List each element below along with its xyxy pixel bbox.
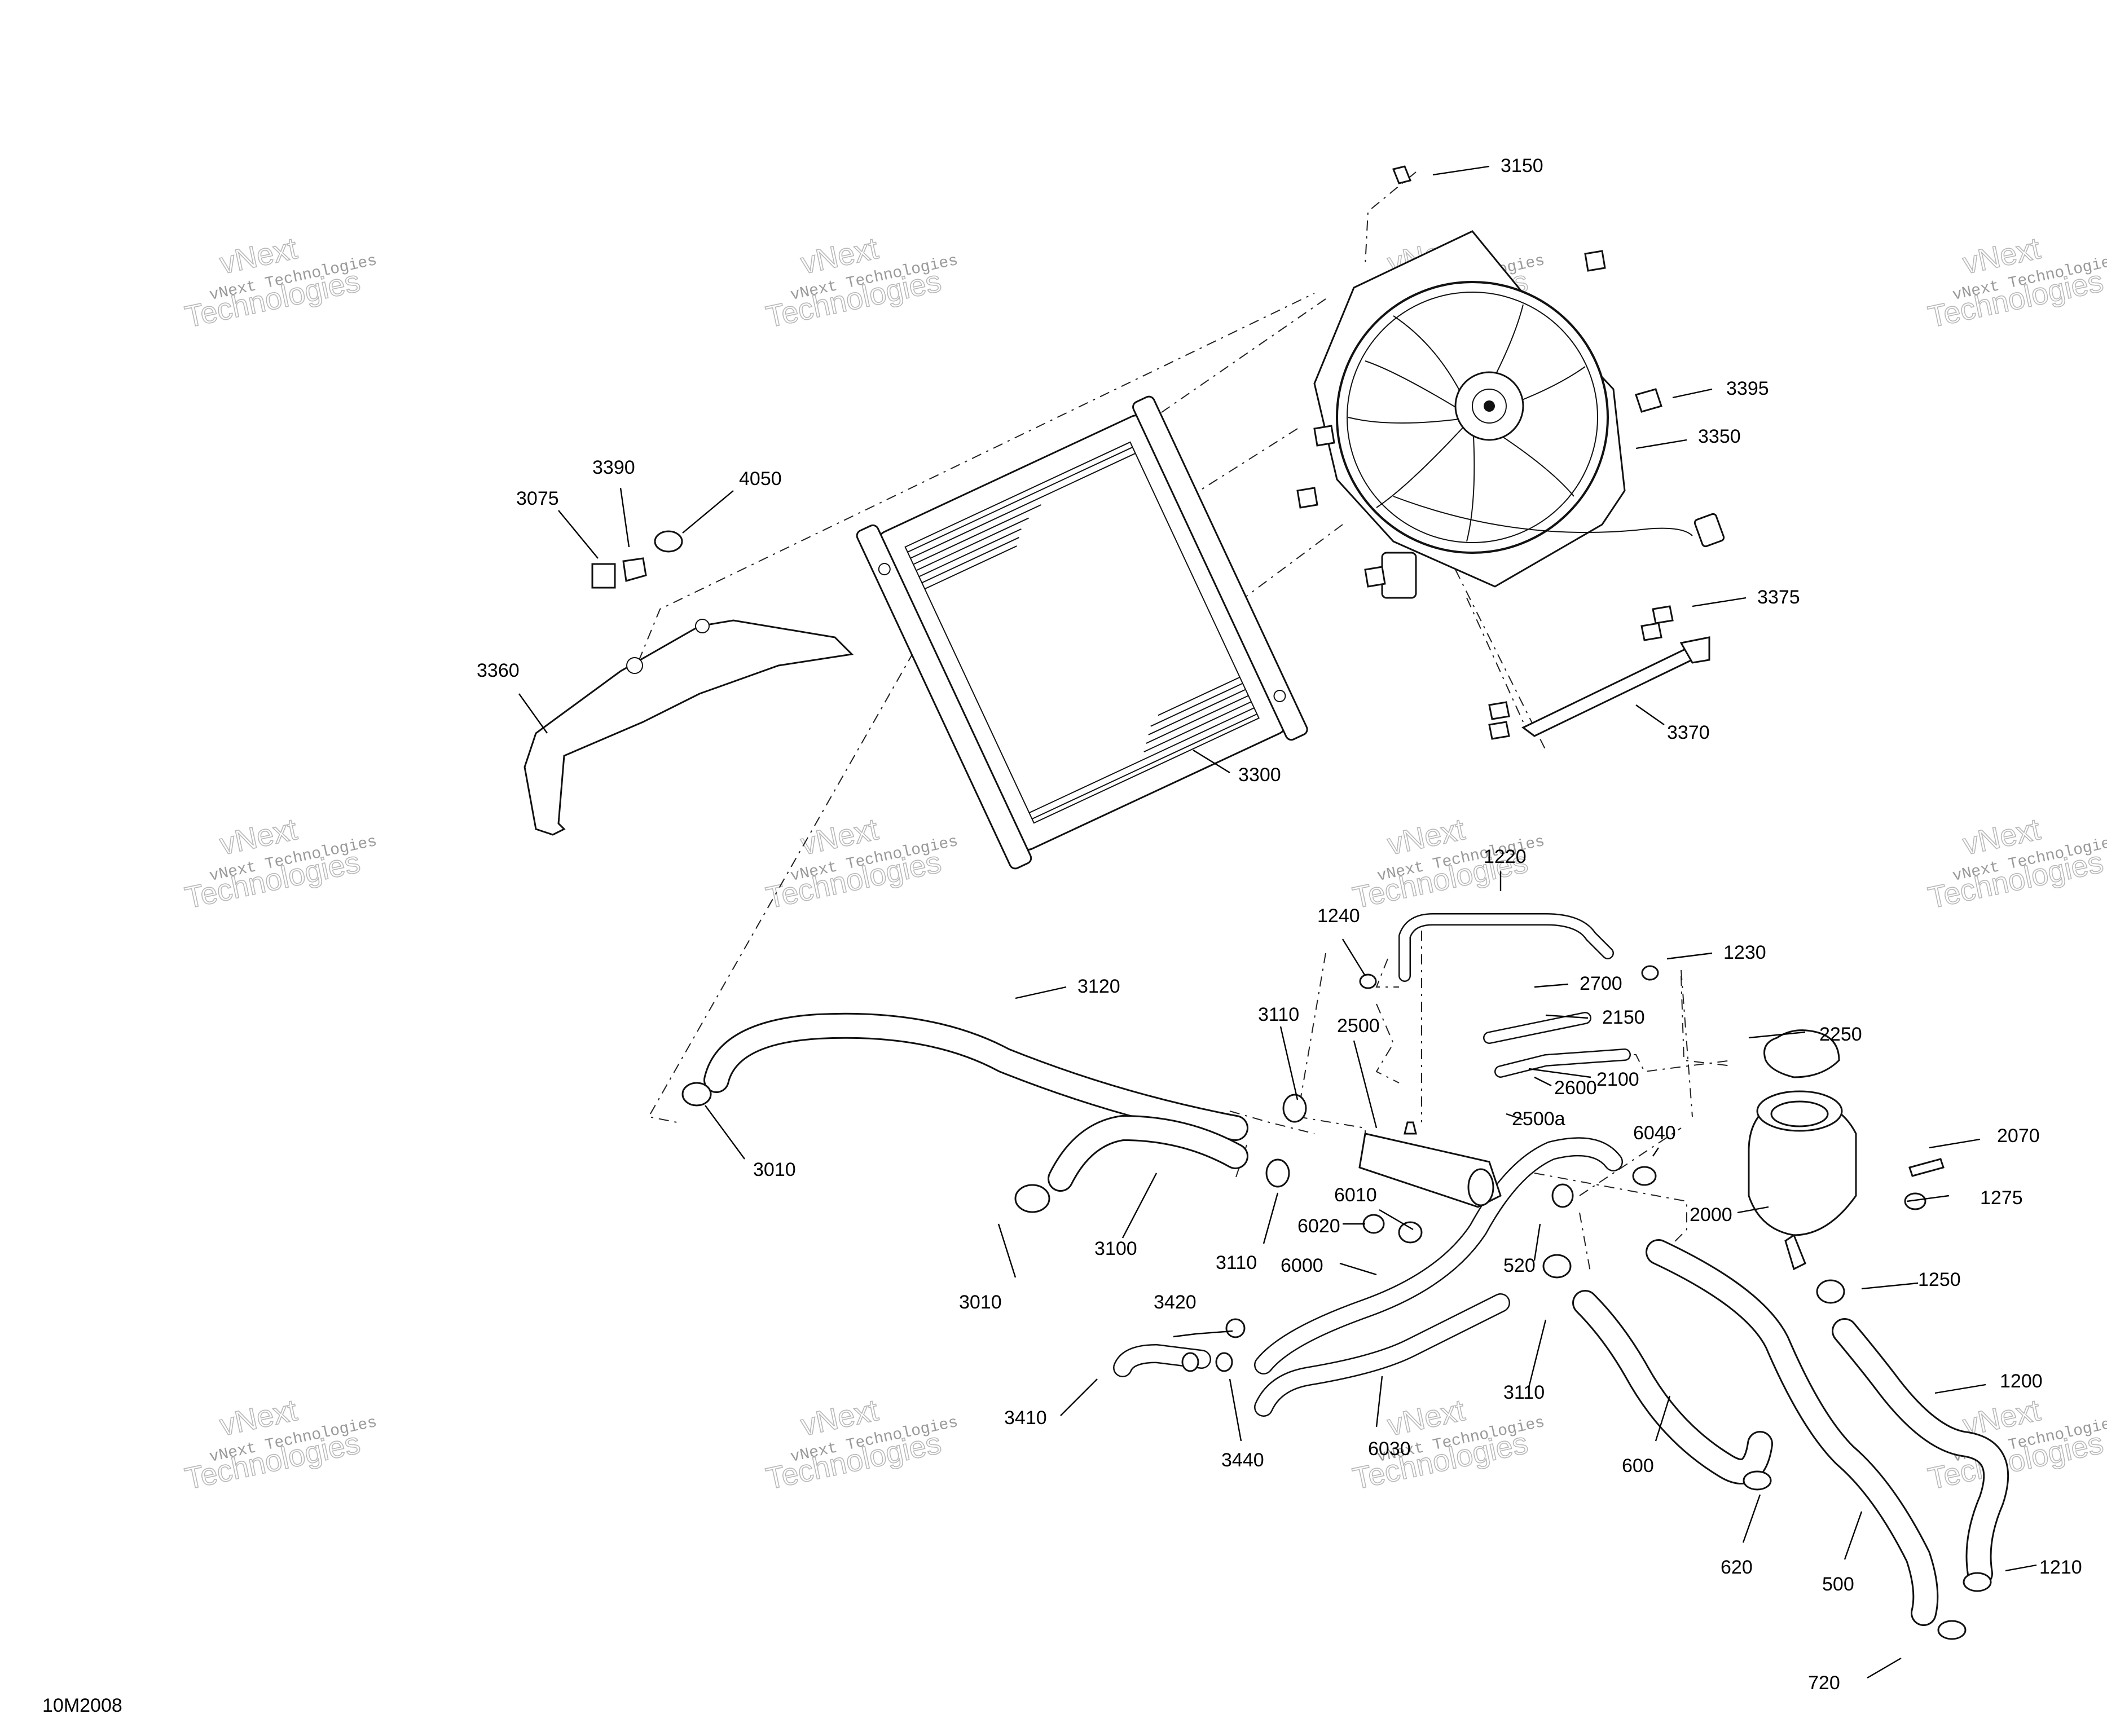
callout-520: 520 <box>1503 1255 1536 1276</box>
callout-3110-middle: 3110 <box>1216 1252 1257 1274</box>
watermark: vNext vNext Technologies Technologies <box>1925 812 2107 915</box>
document-id: 10M2008 <box>42 1695 122 1716</box>
callout-3120: 3120 <box>1077 976 1120 997</box>
callout-1240: 1240 <box>1317 905 1360 927</box>
hose-6000 <box>1254 1137 1623 1374</box>
callout-3390: 3390 <box>592 457 635 478</box>
callout-3075: 3075 <box>516 488 559 509</box>
callout-3395: 3395 <box>1726 378 1769 399</box>
radiator <box>856 395 1308 870</box>
reservoir-cap <box>1763 1029 1840 1078</box>
callout-2250: 2250 <box>1819 1024 1862 1045</box>
coolant-reservoir <box>1748 1090 1857 1271</box>
hose-3100 <box>1048 1115 1248 1192</box>
callout-1275: 1275 <box>1980 1187 2023 1209</box>
watermark: vNext vNext Technologies Technologies <box>763 1393 960 1496</box>
callout-600: 600 <box>1622 1455 1654 1477</box>
callout-3010-right: 3010 <box>753 1159 796 1180</box>
callout-3110-lower: 3110 <box>1503 1382 1545 1403</box>
hoses <box>703 913 2009 1626</box>
callout-720: 720 <box>1808 1672 1840 1694</box>
callout-6020: 6020 <box>1297 1215 1340 1237</box>
callout-6040: 6040 <box>1633 1122 1676 1144</box>
callout-2070: 2070 <box>1997 1125 2040 1147</box>
callout-3350: 3350 <box>1698 426 1741 447</box>
watermark: vNext vNext Technologies Technologies <box>763 231 960 334</box>
callout-1210: 1210 <box>2039 1557 2082 1578</box>
callout-3010-lower: 3010 <box>959 1292 1002 1313</box>
nut-3390 <box>622 557 647 582</box>
watermark: vNext vNext Technologies Technologies <box>182 812 379 915</box>
callout-2000: 2000 <box>1690 1204 1732 1226</box>
hose-600 <box>1572 1290 1773 1484</box>
callout-3370: 3370 <box>1667 722 1710 743</box>
callout-6010: 6010 <box>1334 1184 1377 1206</box>
callout-labels: 3150 3395 3350 3375 3370 3390 4050 3075 … <box>477 155 2082 1694</box>
callout-3360: 3360 <box>477 660 520 681</box>
hose-2150 <box>1483 1012 1591 1044</box>
hose-500 <box>1646 1239 1939 1626</box>
callout-3110-upper: 3110 <box>1258 1004 1299 1025</box>
callout-6000: 6000 <box>1281 1255 1323 1276</box>
callout-1230: 1230 <box>1723 942 1766 963</box>
callout-2700: 2700 <box>1580 973 1622 994</box>
mounting-bracket <box>524 619 854 836</box>
callout-3420: 3420 <box>1154 1292 1197 1313</box>
bolt-3395 <box>1635 388 1662 413</box>
washer-4050 <box>654 530 683 553</box>
watermark: vNext vNext Technologies Technologies <box>182 1393 379 1496</box>
watermark: vNext vNext Technologies Technologies <box>1925 231 2107 334</box>
callout-2500a: 2500a <box>1512 1108 1565 1130</box>
callout-3100: 3100 <box>1094 1238 1137 1259</box>
callout-1220: 1220 <box>1484 846 1527 867</box>
hose-3120 <box>703 1012 1248 1141</box>
hose-2100 <box>1494 1048 1631 1078</box>
callout-3150: 3150 <box>1501 155 1543 177</box>
hose-6030 <box>1254 1293 1510 1417</box>
small-hardware <box>591 165 1710 740</box>
hose-1220 <box>1398 913 1614 982</box>
callout-1200: 1200 <box>2000 1371 2043 1392</box>
hose-3410 <box>1113 1344 1211 1377</box>
callout-3440: 3440 <box>1221 1449 1264 1471</box>
watermark: vNext vNext Technologies Technologies <box>763 812 960 915</box>
callout-1250: 1250 <box>1918 1269 1961 1290</box>
hose-1200 <box>1832 1318 2009 1587</box>
bolt-3150 <box>1392 165 1412 184</box>
callout-2100: 2100 <box>1596 1069 1639 1090</box>
leader-lines <box>518 165 2037 1679</box>
callout-2500: 2500 <box>1337 1015 1380 1037</box>
thermostat-housing <box>1358 1121 1502 1208</box>
callout-3300: 3300 <box>1238 764 1281 786</box>
callout-6030: 6030 <box>1368 1438 1411 1460</box>
nut-3075 <box>591 563 616 589</box>
radiator-fins <box>907 447 1257 819</box>
clamps <box>681 965 1992 1640</box>
watermark: vNext vNext Technologies Technologies <box>182 231 379 334</box>
watermark: vNext vNext Technologies Technologies <box>1925 1393 2107 1496</box>
callout-620: 620 <box>1721 1557 1753 1578</box>
callout-500: 500 <box>1822 1574 1854 1595</box>
callout-2600: 2600 <box>1554 1077 1597 1099</box>
callout-3375: 3375 <box>1757 587 1800 608</box>
callout-3410: 3410 <box>1004 1407 1047 1429</box>
cooling-fan-assembly <box>1313 230 1725 599</box>
callout-2150: 2150 <box>1602 1007 1645 1028</box>
callout-4050: 4050 <box>739 468 782 490</box>
